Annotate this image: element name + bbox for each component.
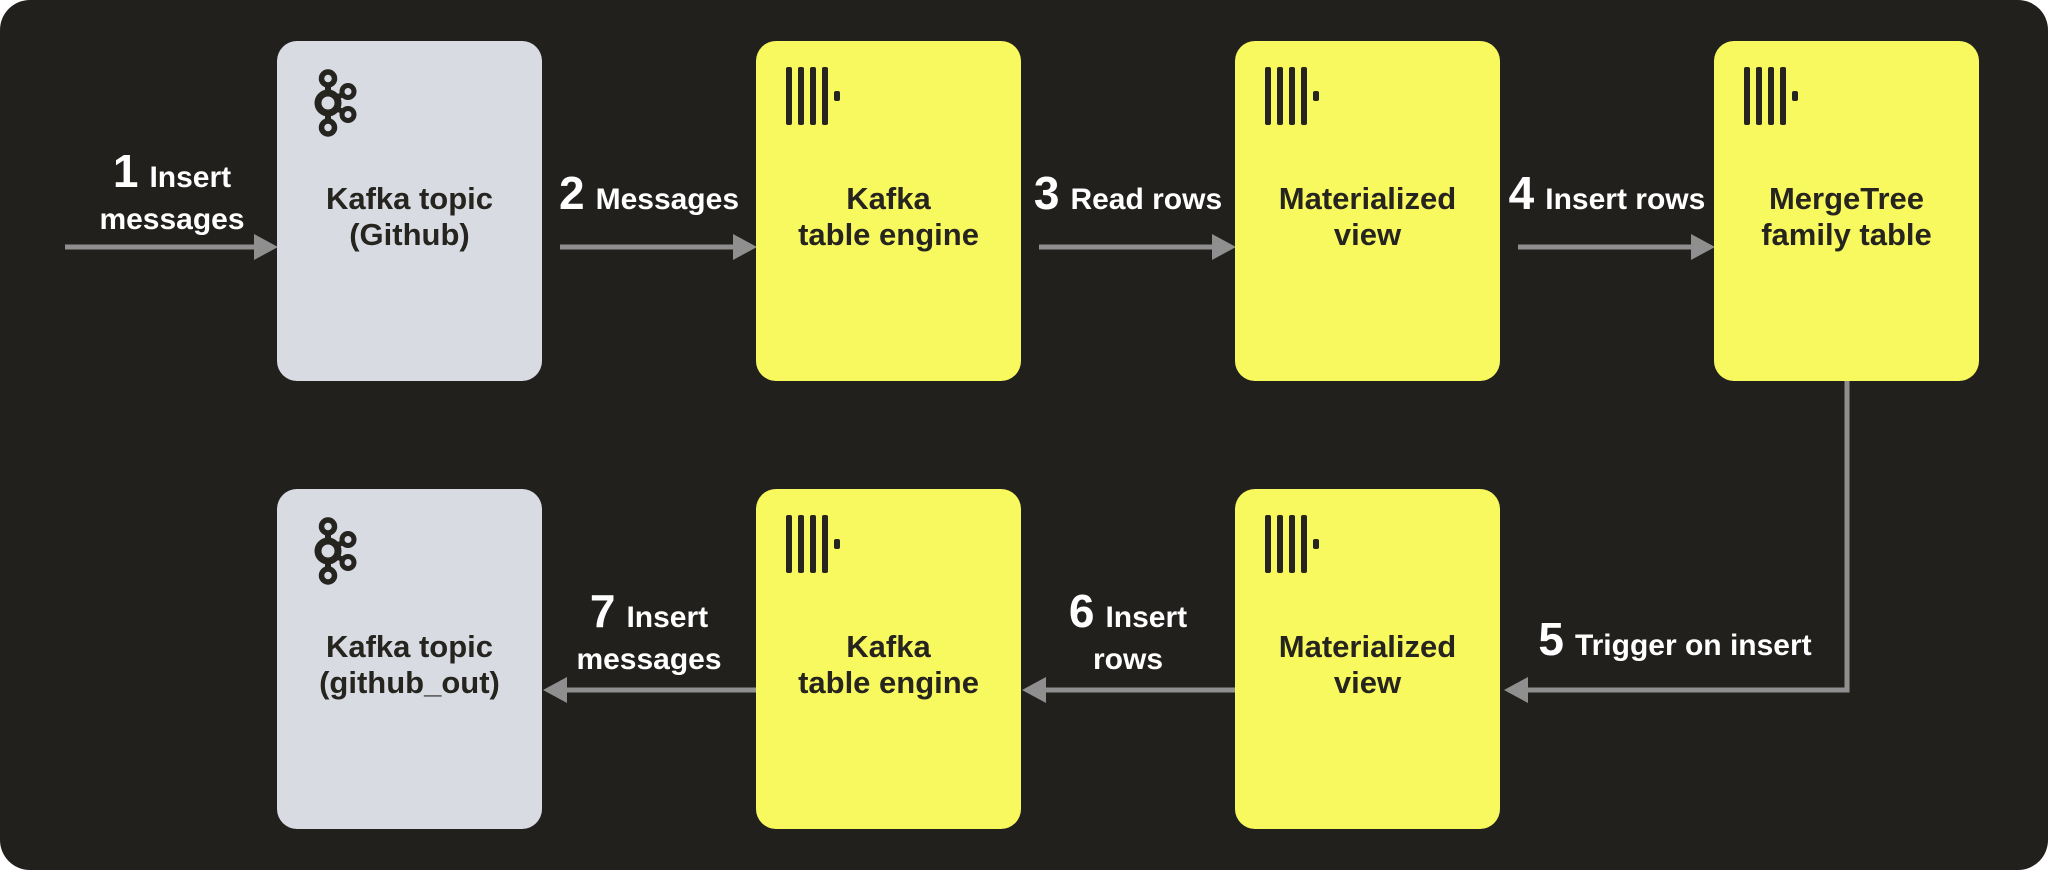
- step-number: 5: [1538, 613, 1564, 665]
- clickhouse-icon: [786, 515, 840, 573]
- step-6-label: 6 Insert rows: [1018, 586, 1238, 677]
- clickhouse-icon: [1744, 67, 1798, 125]
- node-label-line2: table engine: [798, 217, 979, 252]
- step-line1: 3 Read rows: [1018, 168, 1238, 225]
- arrow-step-1: [65, 234, 278, 260]
- clickhouse-icon: [786, 67, 840, 125]
- node-label-line1: Kafka topic: [325, 181, 494, 216]
- step-line1: 5 Trigger on insert: [1520, 614, 1830, 671]
- step-number: 1: [112, 145, 139, 197]
- step-number: 3: [1033, 167, 1060, 219]
- node-label: Kafka topic (Github): [326, 169, 493, 253]
- step-number: 7: [589, 585, 616, 637]
- kafka-icon: [307, 67, 359, 139]
- node-label-line2: table engine: [798, 665, 979, 700]
- arrow-step-2: [560, 234, 757, 260]
- node-label-line1: Kafka topic: [325, 629, 494, 664]
- node-label: MergeTree family table: [1761, 169, 1932, 253]
- arrow-step-5: [1504, 381, 1850, 703]
- step-text: Insert: [149, 161, 232, 194]
- node-label-line2: (Github): [349, 217, 470, 252]
- node-kafka-table-engine-top: Kafka table engine: [756, 41, 1021, 381]
- arrow-step-6: [1022, 677, 1235, 703]
- arrow-step-7: [543, 677, 756, 703]
- node-label-line1: Kafka: [846, 181, 931, 216]
- clickhouse-icon: [1265, 67, 1319, 125]
- node-label: Kafka table engine: [798, 617, 979, 701]
- step-text: Trigger on insert: [1574, 629, 1812, 662]
- node-kafka-table-engine-bottom: Kafka table engine: [756, 489, 1021, 829]
- step-number: 2: [558, 167, 585, 219]
- node-materialized-view-bottom: Materialized view: [1235, 489, 1500, 829]
- node-mergetree-family-table: MergeTree family table: [1714, 41, 1979, 381]
- step-2-label: 2 Messages: [539, 168, 759, 225]
- step-text: Insert: [626, 601, 709, 634]
- clickhouse-icon: [1265, 515, 1319, 573]
- node-kafka-topic-github-out: Kafka topic (github_out): [277, 489, 542, 829]
- step-text: Read rows: [1070, 183, 1223, 216]
- step-text: Insert: [1105, 601, 1188, 634]
- node-label-line2: (github_out): [319, 665, 500, 700]
- step-4-label: 4 Insert rows: [1497, 168, 1717, 225]
- step-5-label: 5 Trigger on insert: [1520, 614, 1830, 671]
- node-label-line1: MergeTree: [1768, 181, 1925, 216]
- node-label-line2: view: [1333, 217, 1402, 252]
- step-number: 4: [1508, 167, 1535, 219]
- node-label: Kafka table engine: [798, 169, 979, 253]
- step-line1: 4 Insert rows: [1497, 168, 1717, 225]
- node-label-line2: family table: [1761, 217, 1932, 252]
- arrow-step-3: [1039, 234, 1236, 260]
- arrow-step-4: [1518, 234, 1715, 260]
- step-text: Insert rows: [1545, 183, 1706, 216]
- step-1-label: 1 Insert messages: [52, 146, 292, 237]
- node-label: Materialized view: [1279, 617, 1456, 701]
- step-line1: 1 Insert: [52, 146, 292, 203]
- node-label: Materialized view: [1279, 169, 1456, 253]
- node-kafka-topic-github: Kafka topic (Github): [277, 41, 542, 381]
- step-line1: 6 Insert: [1018, 586, 1238, 643]
- node-label-line2: view: [1333, 665, 1402, 700]
- step-line1: 2 Messages: [539, 168, 759, 225]
- step-line2: messages: [576, 643, 722, 676]
- node-label-line1: Materialized: [1278, 181, 1457, 216]
- node-label: Kafka topic (github_out): [319, 617, 500, 701]
- step-3-label: 3 Read rows: [1018, 168, 1238, 225]
- step-line2: rows: [1092, 643, 1164, 676]
- kafka-icon: [307, 515, 359, 587]
- node-materialized-view-top: Materialized view: [1235, 41, 1500, 381]
- step-7-label: 7 Insert messages: [539, 586, 759, 677]
- node-label-line1: Materialized: [1278, 629, 1457, 664]
- step-text: Messages: [595, 183, 740, 216]
- step-number: 6: [1068, 585, 1095, 637]
- step-line2: messages: [99, 203, 245, 236]
- node-label-line1: Kafka: [846, 629, 931, 664]
- step-line1: 7 Insert: [539, 586, 759, 643]
